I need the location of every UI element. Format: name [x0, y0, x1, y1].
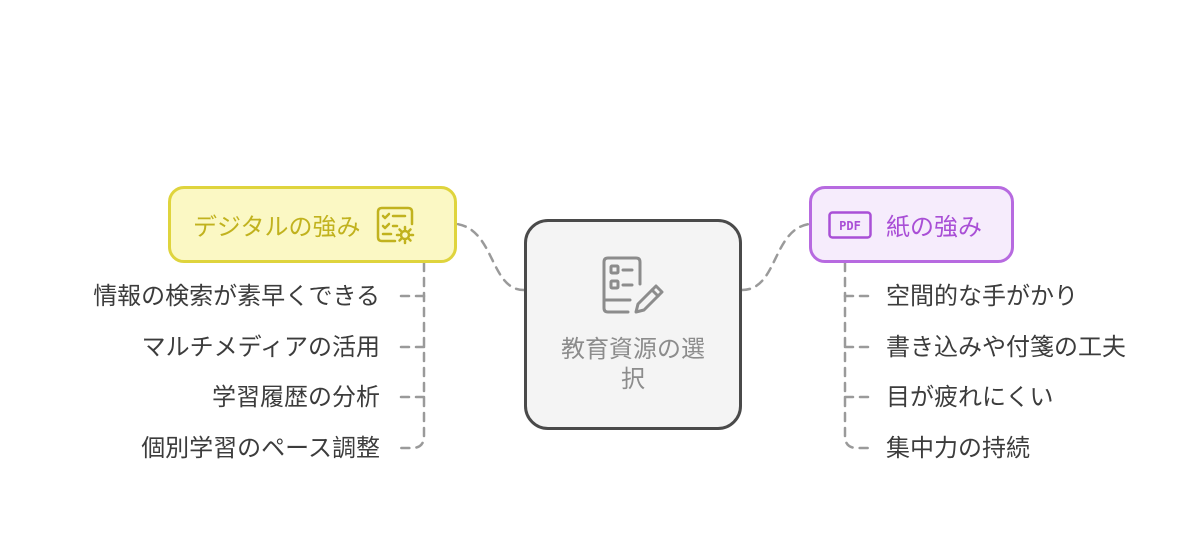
- connector-center-digital: [455, 222, 526, 292]
- connector-center-paper: [740, 222, 811, 292]
- center-label: 教育資源の選択: [561, 335, 705, 393]
- digital-item-1: 情報の検索が素早くできる: [93, 282, 380, 310]
- svg-text:PDF: PDF: [839, 219, 861, 233]
- connector-paper-spine: [843, 261, 875, 450]
- checklist-gear-icon: [375, 205, 415, 245]
- branch-paper-label: 紙の強み: [886, 213, 982, 241]
- paper-item-4: 集中力の持続: [886, 434, 1030, 462]
- digital-item-3: 学習履歴の分析: [212, 383, 380, 411]
- center-node: 教育資源の選択: [524, 219, 742, 430]
- paper-item-2: 書き込みや付箋の工夫: [886, 333, 1126, 361]
- paper-item-1: 空間的な手がかり: [886, 282, 1078, 310]
- digital-item-2: マルチメディアの活用: [141, 333, 380, 361]
- pdf-document-icon: PDF: [828, 210, 872, 239]
- digital-item-4: 個別学習のペース調整: [141, 434, 380, 462]
- checklist-pencil-icon: [598, 254, 668, 324]
- branch-digital-strengths: デジタルの強み: [168, 186, 457, 263]
- branch-paper-strengths: PDF 紙の強み: [809, 186, 1014, 263]
- connector-digital-spine: [394, 261, 426, 450]
- paper-item-3: 目が疲れにくい: [886, 383, 1054, 411]
- branch-digital-label: デジタルの強み: [193, 213, 361, 241]
